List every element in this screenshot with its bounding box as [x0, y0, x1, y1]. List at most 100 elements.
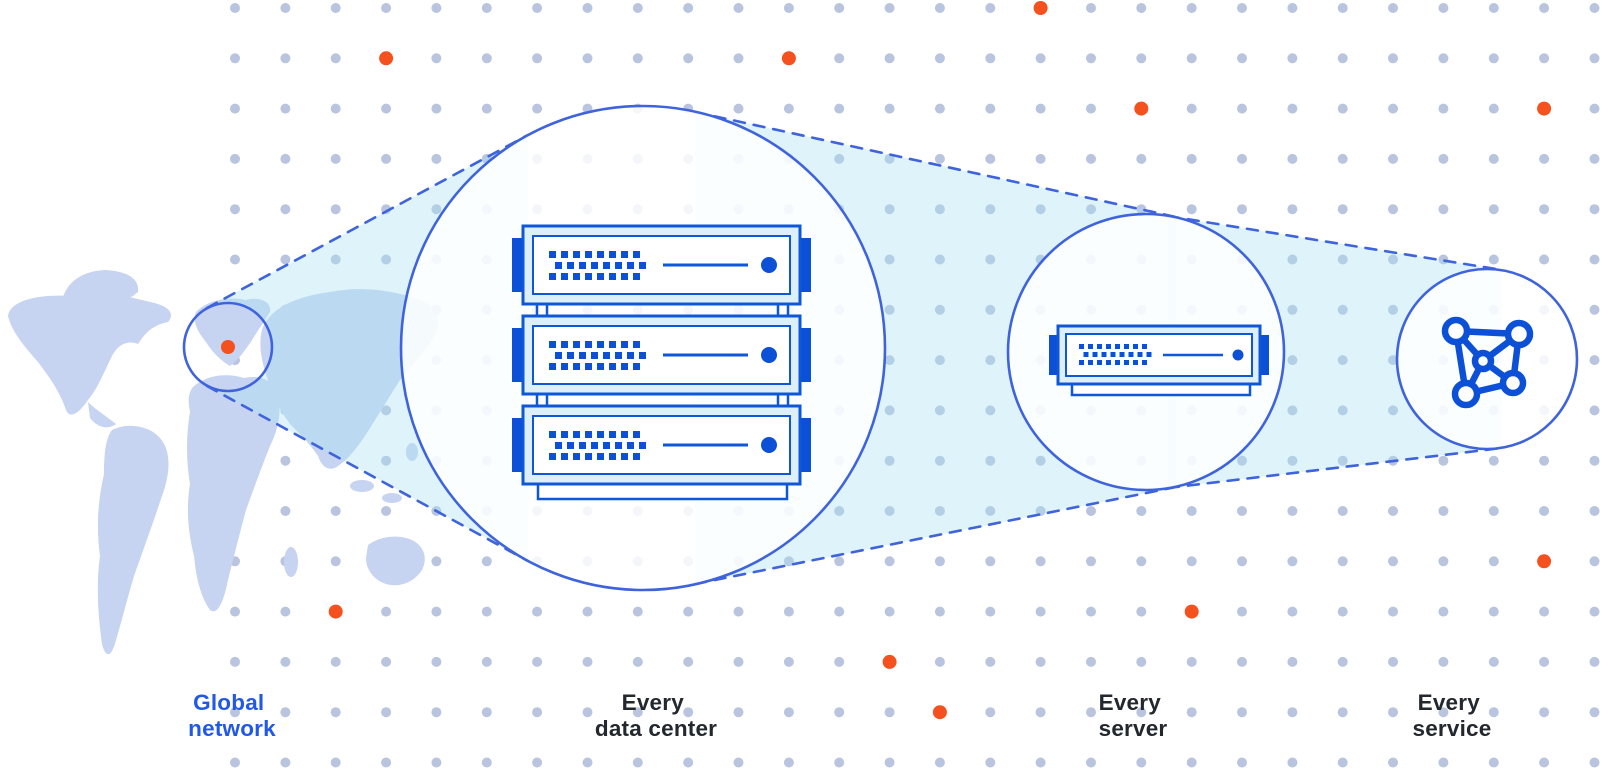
grid-dot [1035, 606, 1046, 617]
grid-dot [1488, 204, 1499, 215]
grid-dot [884, 3, 895, 13]
island-indonesia-2 [382, 493, 402, 503]
grid-dot [330, 656, 341, 667]
grid-dot [330, 254, 341, 265]
grid-dot [1388, 53, 1398, 64]
vent-pattern [1079, 344, 1152, 365]
island-indonesia-1 [350, 480, 374, 492]
grid-dot [733, 606, 744, 617]
grid-dot [230, 103, 240, 114]
grid-dot [481, 103, 492, 114]
grid-dot [532, 656, 543, 667]
grid-dot [1186, 707, 1197, 718]
grid-dot [381, 707, 392, 718]
accent-dot [1184, 604, 1199, 619]
map-highlight-circle [182, 301, 274, 393]
server-unit-2 [512, 314, 811, 396]
grid-dot [381, 405, 392, 416]
server-unit-3 [512, 404, 811, 486]
grid-dot [330, 757, 341, 768]
grid-dot [431, 204, 442, 215]
grid-dot [1237, 103, 1247, 114]
grid-dot [1589, 757, 1600, 768]
grid-dot [431, 3, 442, 13]
grid-dot [1086, 53, 1096, 64]
grid-dot [1086, 606, 1096, 617]
dashed-lower-guide [205, 384, 1504, 586]
grid-dot [783, 3, 794, 13]
grid-dot [431, 153, 442, 164]
grid-dot [1035, 757, 1046, 768]
label-every-server: Every server [1099, 690, 1168, 741]
accent-dot [1537, 101, 1552, 116]
grid-dot [1438, 204, 1449, 215]
grid-dot [1186, 556, 1197, 567]
grid-dot [330, 103, 341, 114]
grid-dot [934, 153, 945, 164]
continent-north-america [8, 293, 171, 415]
grid-dot [280, 153, 291, 164]
grid-dot [280, 757, 291, 768]
grid-dot [1237, 707, 1247, 718]
grid-dot [1337, 707, 1348, 718]
grid-dot [1388, 606, 1398, 617]
grid-dot [1186, 3, 1197, 13]
grid-dot [934, 204, 945, 215]
grid-dot [1287, 355, 1298, 366]
grid-dot [481, 606, 492, 617]
vent-pattern [549, 431, 646, 460]
grid-dot [1488, 707, 1499, 718]
continent-south-america [97, 425, 169, 655]
grid-dot [1438, 53, 1449, 64]
grid-dot [230, 53, 240, 64]
grid-dot [1589, 707, 1600, 718]
island-madagascar [284, 547, 298, 577]
grid-dot [985, 707, 996, 718]
grid-dot [230, 153, 240, 164]
grid-dot [1337, 656, 1348, 667]
grid-dot [1186, 153, 1197, 164]
grid-dot [1086, 204, 1096, 215]
grid-dot [683, 3, 694, 13]
grid-dot [1589, 254, 1600, 265]
grid-dot [1589, 3, 1600, 13]
grid-dot [834, 3, 845, 13]
grid-dot [884, 355, 895, 366]
grid-dot [1035, 103, 1046, 114]
grid-dot [532, 606, 543, 617]
grid-dot [884, 606, 895, 617]
grid-dot [1337, 757, 1348, 768]
grid-dot [1388, 757, 1398, 768]
grid-dot [431, 656, 442, 667]
grid-dot [532, 757, 543, 768]
continent-europe [194, 298, 271, 366]
network-node-center [1471, 349, 1495, 373]
grid-dot [985, 153, 996, 164]
world-map [8, 270, 438, 655]
grid-dot [1589, 103, 1600, 114]
grid-dot [532, 707, 543, 718]
grid-dot [985, 304, 996, 315]
grid-dot [330, 204, 341, 215]
grid-dot [582, 757, 593, 768]
grid-dot [1186, 757, 1197, 768]
grid-dot [1438, 606, 1449, 617]
grid-dot [1237, 3, 1247, 13]
grid-dot [834, 556, 845, 567]
grid-dot [230, 204, 240, 215]
grid-dot [1589, 304, 1600, 315]
grid-dot [1488, 656, 1499, 667]
grid-dot [985, 103, 996, 114]
grid-dot [1337, 606, 1348, 617]
grid-dot [1438, 153, 1449, 164]
grid-dot [683, 606, 694, 617]
grid-dot [1388, 707, 1398, 718]
grid-dot [1488, 506, 1499, 516]
grid-dot [884, 53, 895, 64]
grid-dot [733, 656, 744, 667]
network-node-top-right [1504, 319, 1534, 349]
grid-dot [1438, 656, 1449, 667]
grid-dot [1539, 53, 1550, 64]
label-every-service: Every service [1413, 690, 1492, 741]
grid-dot [934, 757, 945, 768]
